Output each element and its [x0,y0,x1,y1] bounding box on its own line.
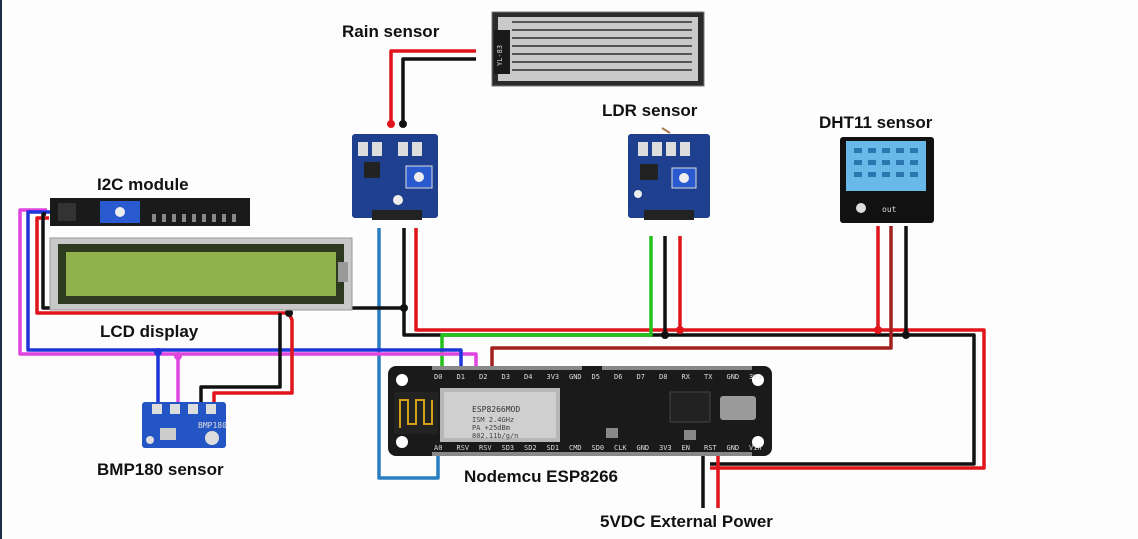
pin-label-bottom-sd0-7: SD0 [592,444,605,452]
label-power: 5VDC External Power [600,512,773,531]
label-bmp180-sensor: BMP180 sensor [97,460,224,479]
esp-spec-1: ISM 2.4GHz [472,416,514,424]
pin-label-bottom-gnd-13: GND [727,444,740,452]
junction-dot [387,120,395,128]
wire-rain-red [389,49,476,124]
bmp-chip-label: BMP180 [198,421,227,430]
rain-sensor-module [352,134,438,220]
esp-spec-2: PA +25dBm [472,424,510,432]
junction-dot [399,120,407,128]
pin-label-top-3v3-14: 3V3 [749,373,762,381]
pin-label-bottom-a0-0: A0 [434,444,442,452]
junction-dot [174,352,182,360]
esp-model-label: ESP8266MOD [472,405,520,414]
esp-spec-3: 802.11b/g/n [472,432,518,440]
wires [18,49,986,508]
label-dht11-sensor: DHT11 sensor [819,113,933,132]
pin-labels-bottom: A0 RSV RSV SD3 SD2 SD1 CMD SD0 CLK GND 3V3 EN RST GND… [434,444,762,452]
ldr-sensor-module [628,127,710,220]
pin-label-top-gnd-13: GND [727,373,740,381]
pin-label-bottom-3v3-10: 3V3 [659,444,672,452]
label-ldr-sensor: LDR sensor [602,101,698,120]
wire-dht-brown [490,226,893,368]
junction-dot [661,331,669,339]
i2c-module [50,198,250,226]
pin-label-top-d4-4: D4 [524,373,532,381]
pin-label-top-3v3-5: 3V3 [547,373,560,381]
junction-dot [154,348,162,356]
pin-label-bottom-sd2-4: SD2 [524,444,537,452]
pin-label-top-d0-0: D0 [434,373,442,381]
wire-rain-vcc-red [414,228,986,470]
pin-label-top-tx-12: TX [704,373,713,381]
bmp180-module: BMP180 [142,402,227,448]
pin-label-top-d8-10: D8 [659,373,667,381]
pin-label-top-rx-11: RX [682,373,691,381]
label-lcd-display: LCD display [100,322,199,341]
wire-bmp-black [199,313,282,406]
pin-label-top-d1-1: D1 [457,373,465,381]
label-i2c-module: I2C module [97,175,189,194]
junction-dot [400,304,408,312]
pin-label-bottom-rst-12: RST [704,444,717,452]
wire-bmp-red [212,312,294,406]
pin-label-bottom-gnd-9: GND [637,444,650,452]
label-rain-sensor: Rain sensor [342,22,440,41]
pin-labels-top: D0 D1 D2 D3 D4 3V3 GND D5 D6 D7 D8 RX TX GND 3V3 [434,373,762,381]
lcd-display [49,237,353,311]
junction-dot [902,331,910,339]
pin-label-top-d3-3: D3 [502,373,510,381]
pin-label-bottom-rsv-2: RSV [479,444,492,452]
pin-label-bottom-clk-8: CLK [614,444,627,452]
label-nodemcu: Nodemcu ESP8266 [464,467,618,486]
pin-label-bottom-cmd-6: CMD [569,444,582,452]
junction-dots [154,120,910,360]
pin-label-bottom-en-11: EN [682,444,690,452]
pin-label-top-d7-9: D7 [637,373,645,381]
wire-rain-gnd-black [402,228,976,466]
pin-label-bottom-rsv-1: RSV [457,444,470,452]
wire-rain-black [401,57,476,124]
rain-sensor-plate: YL-83 [491,11,705,87]
pin-label-top-gnd-6: GND [569,373,582,381]
diagram-labels: Rain sensor LDR sensor DHT11 sensor I2C … [97,22,933,531]
pin-label-top-d6-8: D6 [614,373,622,381]
pin-label-bottom-vin-14: Vin [749,444,762,452]
pin-label-bottom-sd3-3: SD3 [502,444,515,452]
junction-dot [285,309,293,317]
pin-label-bottom-sd1-5: SD1 [547,444,560,452]
junction-dot [676,326,684,334]
rain-plate-label: YL-83 [496,45,504,66]
wire-i2c-magenta [18,208,478,368]
nodemcu-board: ESP8266MOD ISM 2.4GHz PA +25dBm 802.11b/… [388,366,772,456]
wire-i2c-blue [26,210,463,368]
pin-label-top-d5-7: D5 [592,373,600,381]
dht11-sensor-module: out [840,137,934,223]
pin-label-top-d2-2: D2 [479,373,487,381]
dht-out-label: out [882,205,897,214]
junction-dot [874,326,882,334]
